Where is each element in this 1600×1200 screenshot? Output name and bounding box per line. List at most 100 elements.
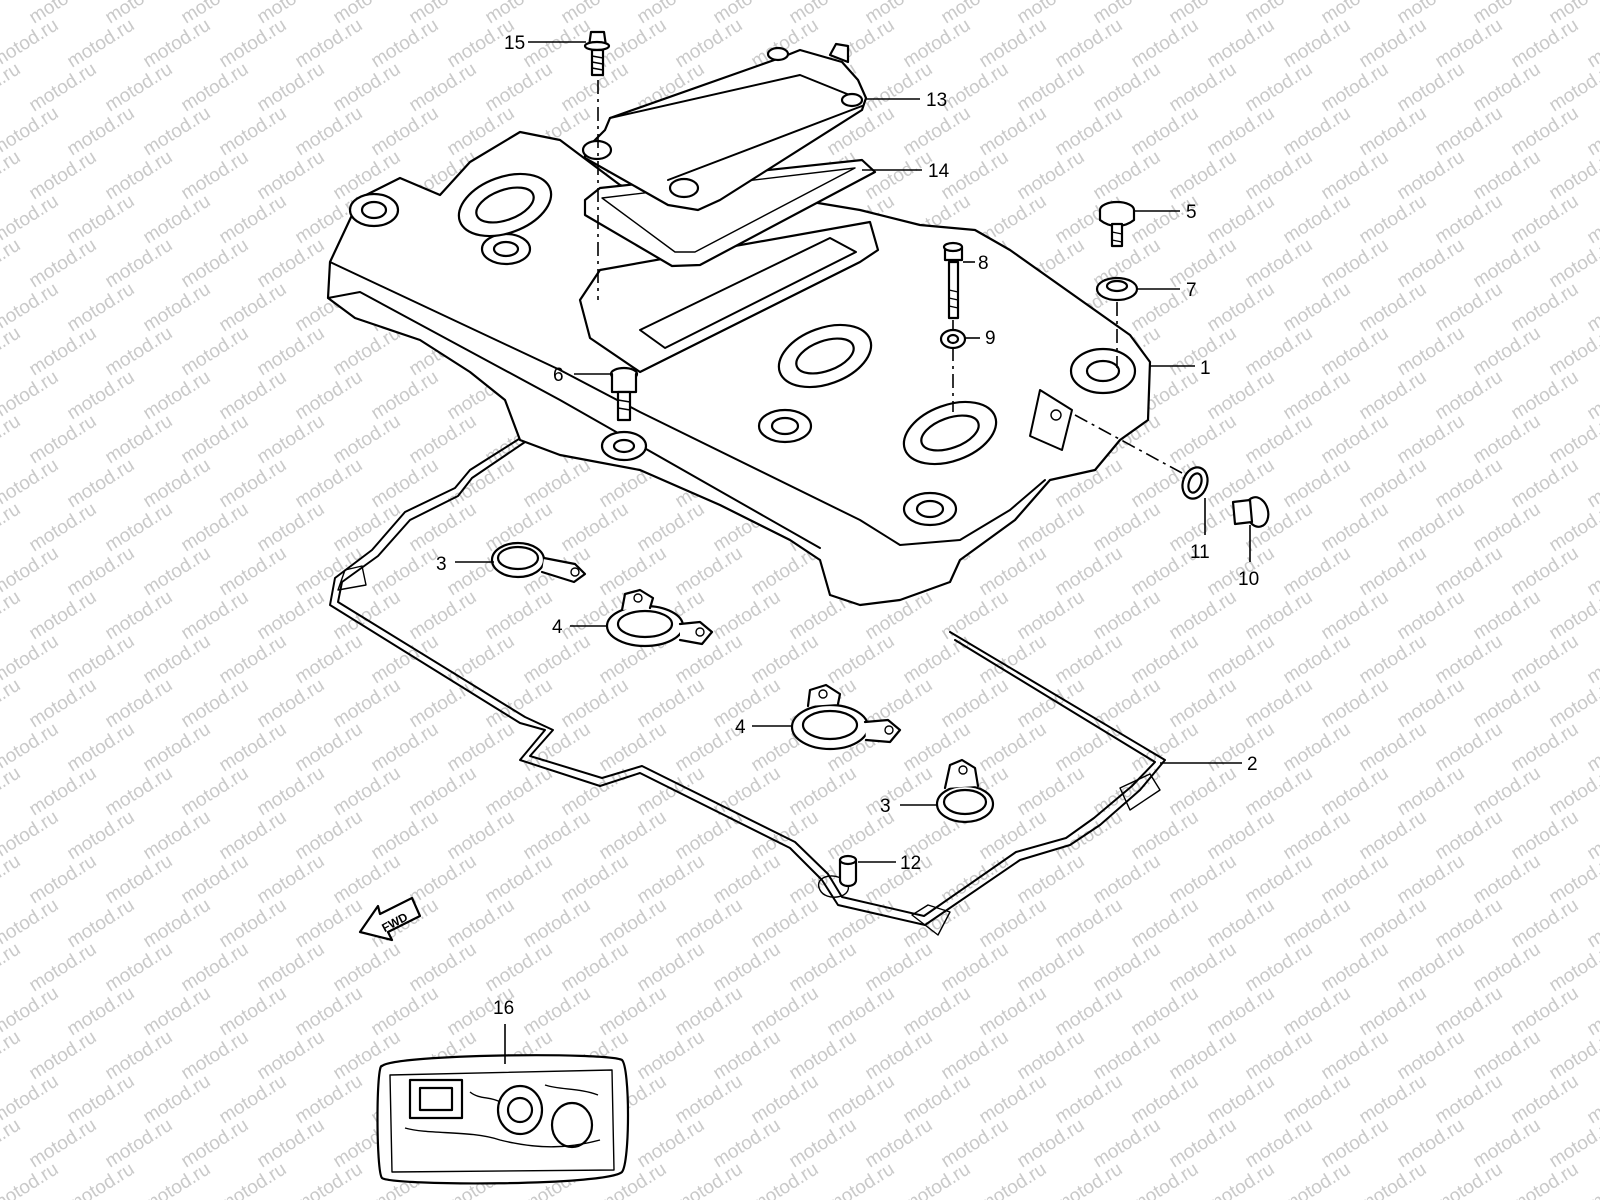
- watermark-text: motod.ru: [1508, 719, 1583, 777]
- watermark-text: motod.ru: [1318, 1115, 1393, 1173]
- watermark-text: motod.ru: [1128, 15, 1203, 73]
- watermark-text: motod.ru: [102, 763, 177, 821]
- watermark-text: motod.ru: [1242, 1027, 1317, 1085]
- watermark-text: motod.ru: [0, 763, 24, 821]
- plug-seal-4a: [605, 588, 714, 648]
- watermark-text: motod.ru: [1014, 59, 1089, 117]
- watermark-text: motod.ru: [1090, 851, 1165, 909]
- watermark-text: motod.ru: [216, 103, 291, 161]
- watermark-text: motod.ru: [1470, 59, 1545, 117]
- watermark-text: motod.ru: [1584, 103, 1600, 161]
- watermark-text: motod.ru: [102, 147, 177, 205]
- watermark-text: motod.ru: [216, 543, 291, 601]
- watermark-text: motod.ru: [900, 15, 975, 73]
- watermark-text: motod.ru: [1356, 367, 1431, 425]
- watermark-text: motod.ru: [1052, 1159, 1127, 1200]
- watermark-text: motod.ru: [596, 807, 671, 865]
- watermark-text: motod.ru: [786, 1027, 861, 1085]
- watermark-text: motod.ru: [140, 719, 215, 777]
- dowel-pin-12: [838, 854, 858, 888]
- watermark-text: motod.ru: [1280, 455, 1355, 513]
- bolt-8: [942, 241, 964, 412]
- watermark-text: motod.ru: [26, 851, 101, 909]
- watermark-text: motod.ru: [102, 235, 177, 293]
- watermark-text: motod.ru: [1432, 1071, 1507, 1129]
- cover-gasket: [329, 431, 1166, 936]
- watermark-text: motod.ru: [330, 851, 405, 909]
- watermark-text: motod.ru: [330, 763, 405, 821]
- watermark-text: motod.ru: [1432, 279, 1507, 337]
- watermark-text: motod.ru: [976, 1071, 1051, 1129]
- watermark-text: motod.ru: [1508, 191, 1583, 249]
- watermark-text: motod.ru: [1356, 719, 1431, 777]
- watermark-text: motod.ru: [216, 191, 291, 249]
- watermark-text: motod.ru: [64, 719, 139, 777]
- watermark-text: motod.ru: [748, 807, 823, 865]
- watermark-text: motod.ru: [406, 59, 481, 117]
- watermark-text: motod.ru: [1318, 675, 1393, 733]
- watermark-text: motod.ru: [26, 59, 101, 117]
- watermark-text: motod.ru: [520, 631, 595, 689]
- callout-7: 7: [1186, 280, 1197, 301]
- watermark-text: motod.ru: [1584, 367, 1600, 425]
- watermark-text: motod.ru: [0, 939, 24, 997]
- watermark-text: motod.ru: [330, 499, 405, 557]
- watermark-text: motod.ru: [1242, 235, 1317, 293]
- watermark-text: motod.ru: [102, 1115, 177, 1173]
- watermark-text: motod.ru: [1204, 983, 1279, 1041]
- watermark-text: motod.ru: [140, 367, 215, 425]
- watermark-text: motod.ru: [1432, 983, 1507, 1041]
- watermark-text: motod.ru: [976, 983, 1051, 1041]
- watermark-text: motod.ru: [1128, 983, 1203, 1041]
- watermark-text: motod.ru: [634, 763, 709, 821]
- watermark-text: motod.ru: [1470, 939, 1545, 997]
- watermark-text: motod.ru: [1280, 15, 1355, 73]
- watermark-text: motod.ru: [520, 455, 595, 513]
- watermark-text: motod.ru: [710, 1027, 785, 1085]
- watermark-text: motod.ru: [406, 851, 481, 909]
- watermark-text: motod.ru: [1432, 191, 1507, 249]
- watermark-text: motod.ru: [1584, 455, 1600, 513]
- watermark-text: motod.ru: [368, 367, 443, 425]
- watermark-text: motod.ru: [862, 147, 937, 205]
- watermark-text: motod.ru: [938, 59, 1013, 117]
- watermark-text: motod.ru: [1584, 1071, 1600, 1129]
- watermark-text: motod.ru: [1166, 59, 1241, 117]
- watermark-text: motod.ru: [862, 1115, 937, 1173]
- watermark-text: motod.ru: [368, 719, 443, 777]
- watermark-text: motod.ru: [102, 1027, 177, 1085]
- watermark-text: motod.ru: [1280, 279, 1355, 337]
- watermark-text: motod.ru: [1394, 1115, 1469, 1173]
- leader-lines: [455, 41, 1251, 1064]
- watermark-text: motod.ru: [178, 235, 253, 293]
- watermark-text: motod.ru: [1090, 1027, 1165, 1085]
- watermark-text: motod.ru: [1318, 323, 1393, 381]
- watermark-text: motod.ru: [26, 499, 101, 557]
- watermark-text: motod.ru: [710, 675, 785, 733]
- watermark-text: motod.ru: [254, 939, 329, 997]
- watermark-text: motod.ru: [216, 895, 291, 953]
- callout-6: 6: [553, 365, 564, 386]
- watermark-text: motod.ru: [482, 763, 557, 821]
- callout-13: 13: [926, 90, 947, 111]
- watermark-text: motod.ru: [0, 0, 24, 28]
- watermark-text: motod.ru: [1508, 631, 1583, 689]
- watermark-text: motod.ru: [1280, 719, 1355, 777]
- watermark-text: motod.ru: [102, 323, 177, 381]
- watermark-text: motod.ru: [330, 675, 405, 733]
- watermark-text: motod.ru: [216, 719, 291, 777]
- watermark-text: motod.ru: [748, 1159, 823, 1200]
- watermark-text: motod.ru: [1052, 1071, 1127, 1129]
- watermark-text: motod.ru: [938, 1115, 1013, 1173]
- watermark-text: motod.ru: [1508, 15, 1583, 73]
- watermark-text: motod.ru: [178, 499, 253, 557]
- watermark-text: motod.ru: [1052, 103, 1127, 161]
- watermark-text: motod.ru: [1432, 807, 1507, 865]
- watermark-text: motod.ru: [1166, 763, 1241, 821]
- watermark-text: motod.ru: [1318, 851, 1393, 909]
- watermark-text: motod.ru: [178, 675, 253, 733]
- watermark-text: motod.ru: [1394, 323, 1469, 381]
- watermark-text: motod.ru: [102, 499, 177, 557]
- watermark-text: motod.ru: [1318, 235, 1393, 293]
- watermark-text: motod.ru: [292, 455, 367, 513]
